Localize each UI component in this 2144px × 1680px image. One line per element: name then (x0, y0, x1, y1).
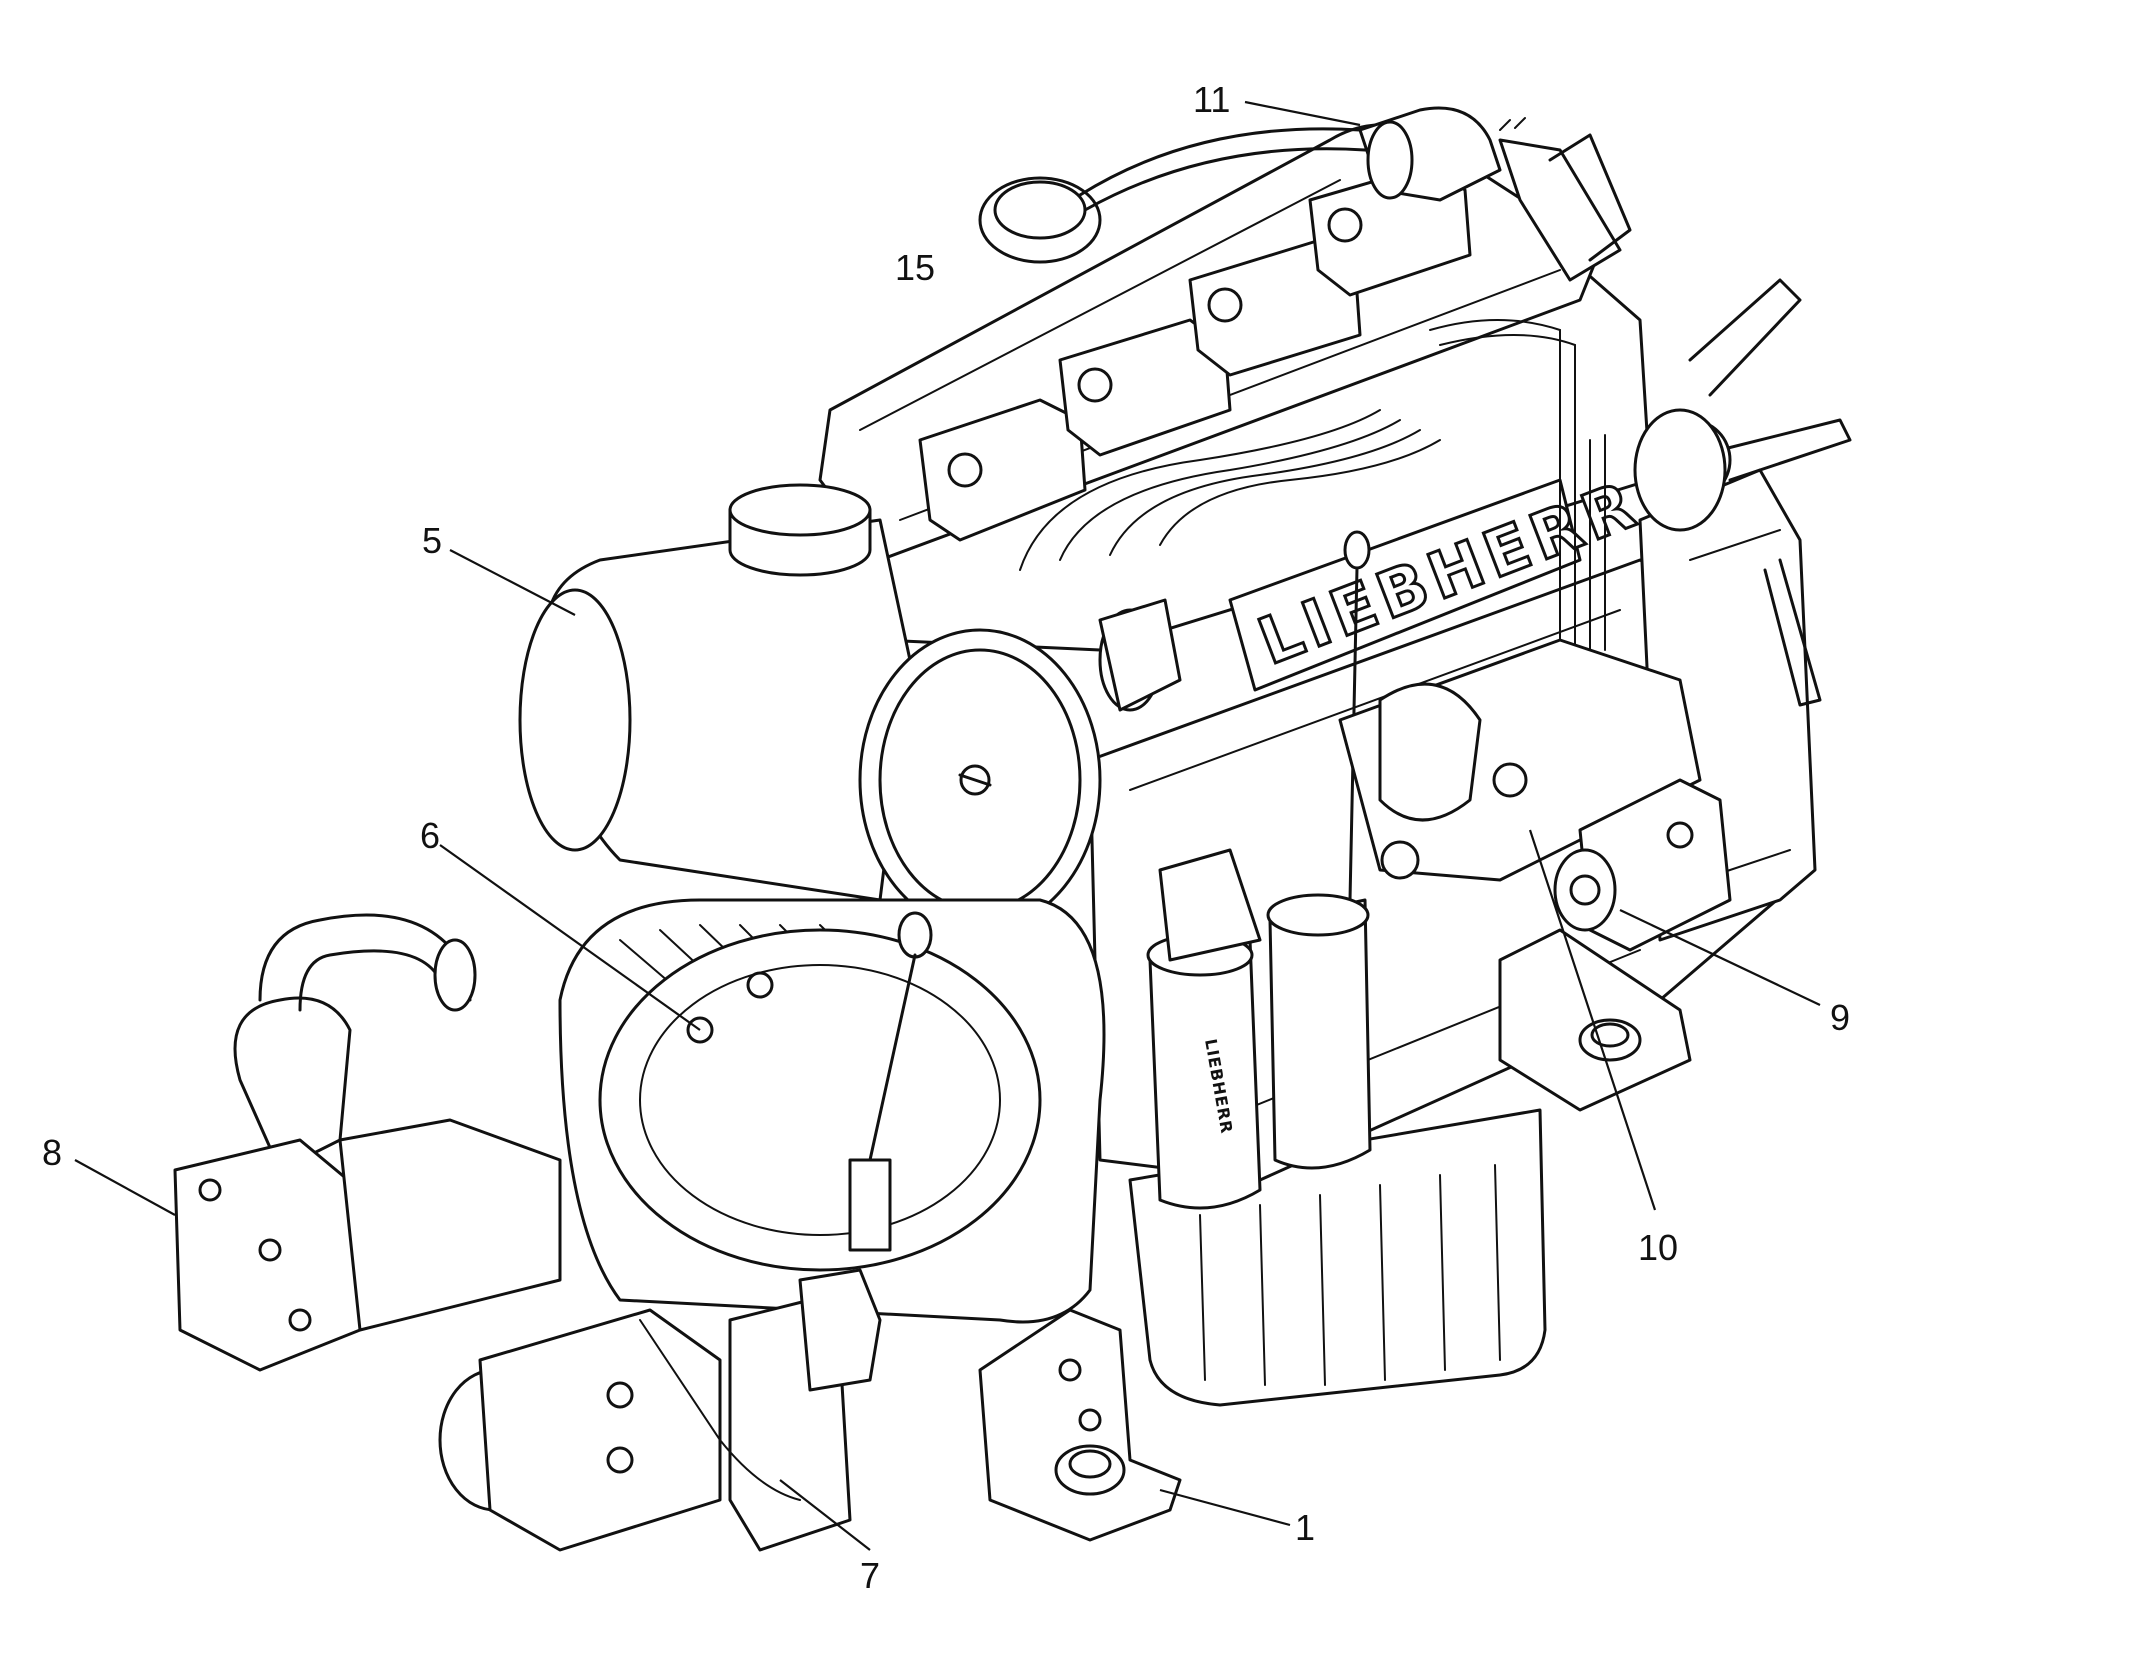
fuel-injection-lines (1019, 319, 1606, 651)
callout-1: 1 (1295, 1507, 1315, 1548)
callout-7: 7 (860, 1555, 880, 1596)
callout-9: 9 (1830, 997, 1850, 1038)
callout-leaders (74, 100, 1821, 1551)
leader-11 (1244, 100, 1361, 127)
flywheel-housing-6 (558, 898, 1106, 1324)
exhaust-hose (1358, 106, 1622, 282)
callout-8: 8 (42, 1132, 62, 1173)
hydraulic-pump-9 (1553, 778, 1732, 952)
leader-9 (1619, 909, 1821, 1006)
leader-6 (439, 844, 701, 1031)
leader-1 (1159, 1488, 1291, 1527)
callout-6: 6 (420, 815, 440, 856)
callout-5: 5 (422, 520, 442, 561)
callout-10: 10 (1638, 1227, 1678, 1268)
breather-cap (978, 127, 1367, 264)
cooling-fan (1548, 133, 1852, 707)
oil-filters: LIEBHERR (1146, 848, 1372, 1210)
hydraulic-pump-8 (173, 913, 562, 1372)
rocker-covers (918, 163, 1472, 542)
leader-7 (779, 1479, 871, 1551)
callout-15: 15 (895, 247, 935, 288)
engine-mount-left (978, 1308, 1182, 1542)
callout-11: 11 (1193, 79, 1230, 120)
hydraulic-pump-7 (438, 1268, 882, 1552)
ground-strap (848, 911, 933, 1252)
leader-10 (1528, 829, 1657, 1211)
leader-8 (74, 1159, 176, 1216)
intake-elbow (1098, 598, 1182, 712)
callout-numbers: 1 5 6 7 8 9 10 11 15 (42, 79, 1850, 1596)
leader-5 (449, 549, 576, 616)
